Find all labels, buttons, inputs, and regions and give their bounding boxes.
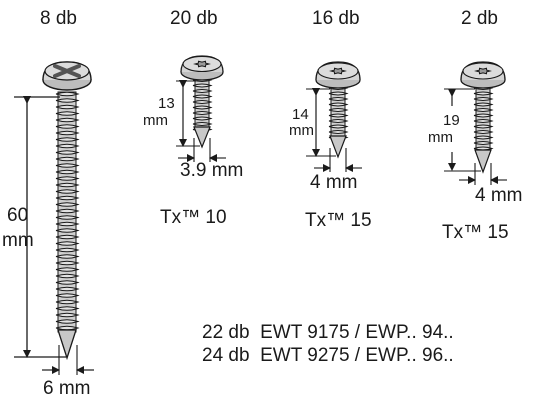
screw1-length-line1: 60: [7, 205, 29, 226]
screw-14mm-tx15: [306, 61, 362, 172]
screw2-length-line2: mm: [143, 112, 168, 129]
screw3-count: 16 db: [312, 8, 360, 29]
torx-star-icon: [329, 67, 347, 75]
screw4-count: 2 db: [461, 8, 498, 29]
torx-star-icon: [474, 67, 492, 75]
screw2-length-line1: 13: [158, 95, 175, 112]
screw3-drive: Tx™ 15: [305, 210, 372, 231]
phillips-cross-icon: [53, 64, 81, 78]
screw3-length-line1: 14: [292, 106, 309, 123]
screw4-diameter: 4 mm: [475, 185, 523, 206]
screw2-drive: Tx™ 10: [160, 207, 227, 228]
screw-large-60mm: [14, 61, 94, 375]
screw3-diameter: 4 mm: [310, 172, 358, 193]
screw1-count: 8 db: [40, 8, 77, 29]
screw2-diameter: 3.9 mm: [180, 160, 244, 181]
screw4-length-line2: mm: [428, 129, 453, 146]
screw4-drive: Tx™ 15: [442, 222, 509, 243]
model-note-1: 22 db EWT 9175 / EWP.. 94..: [202, 322, 454, 343]
screw-13mm-tx10: [176, 55, 226, 162]
screw1-length-line2: mm: [2, 230, 34, 251]
model-note-2: 24 db EWT 9275 / EWP.. 96..: [202, 345, 454, 366]
screw4-length-line1: 19: [443, 112, 460, 129]
screw3-length-line2: mm: [289, 122, 314, 139]
screw1-diameter: 6 mm: [43, 378, 91, 399]
torx-star-icon: [193, 60, 211, 68]
screw-19mm-tx15: [444, 61, 507, 185]
screw2-count: 20 db: [170, 8, 218, 29]
